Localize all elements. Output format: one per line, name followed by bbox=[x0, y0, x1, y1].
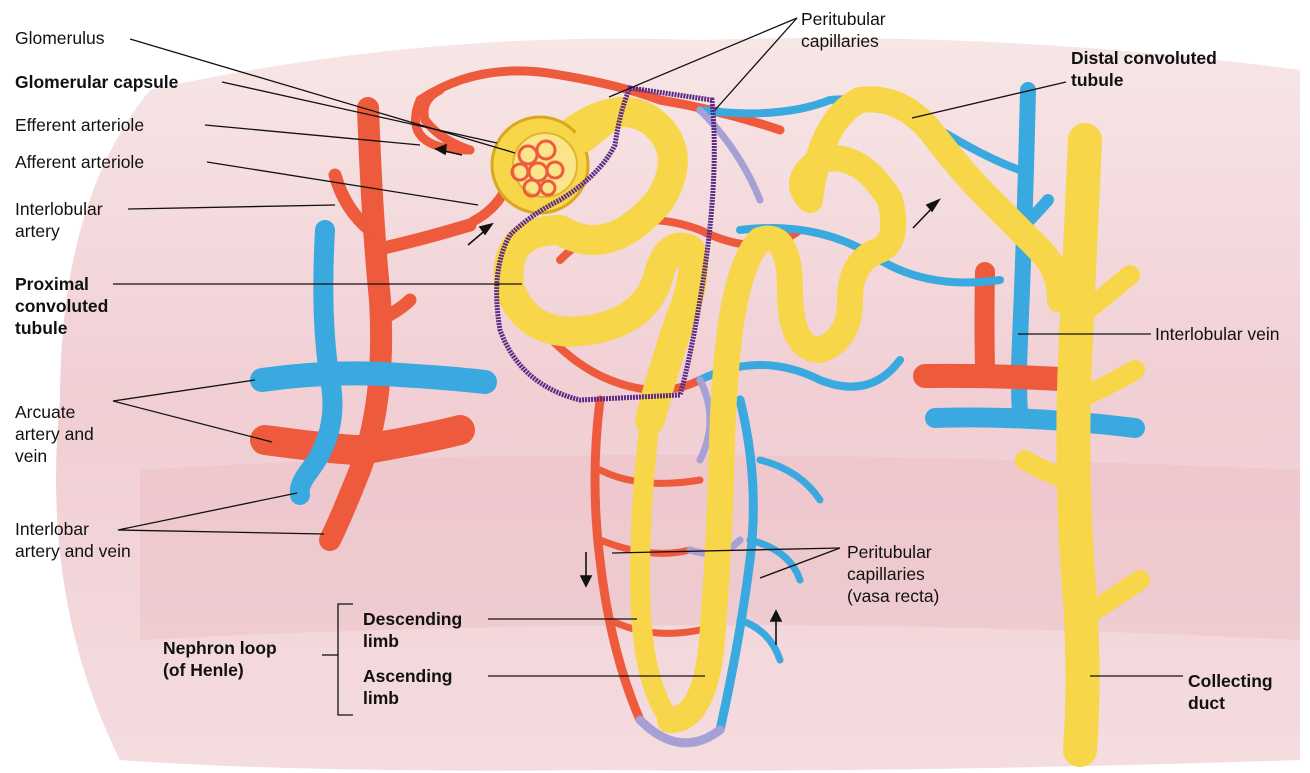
nephron-loop-label: Nephron loop (of Henle) bbox=[163, 637, 277, 681]
arcuate-artery-and-vein-label: Arcuate artery and vein bbox=[15, 401, 94, 467]
interlobar-artery-and-vein-label: Interlobar artery and vein bbox=[15, 518, 131, 562]
arcuate-vein bbox=[262, 373, 485, 382]
afferent-arteriole-label: Afferent arteriole bbox=[15, 151, 144, 173]
peritubular-capillaries-vasa-recta-label: Peritubular capillaries (vasa recta) bbox=[847, 541, 939, 607]
proximal-convoluted-tubule-label: Proximal convoluted tubule bbox=[15, 273, 108, 339]
right-artery-vertical bbox=[985, 272, 986, 370]
descending-limb-label: Descending limb bbox=[363, 608, 462, 652]
collecting-duct-label: Collecting duct bbox=[1188, 670, 1273, 714]
glomerular-capsule-label: Glomerular capsule bbox=[15, 71, 178, 93]
ascending-limb-label: Ascending limb bbox=[363, 665, 452, 709]
interlobular-vein-label: Interlobular vein bbox=[1155, 323, 1280, 345]
collecting-duct-shape bbox=[1073, 140, 1085, 750]
distal-convoluted-tubule-label: Distal convoluted tubule bbox=[1071, 47, 1217, 91]
efferent-arteriole-label: Efferent arteriole bbox=[15, 114, 144, 136]
peritubular-capillaries-top-label: Peritubular capillaries bbox=[801, 8, 886, 52]
glomerulus-label: Glomerulus bbox=[15, 27, 104, 49]
interlobular-artery-label: Interlobular artery bbox=[15, 198, 103, 242]
right-vein-horizontal bbox=[935, 417, 1135, 428]
right-artery-horizontal bbox=[925, 376, 1075, 380]
